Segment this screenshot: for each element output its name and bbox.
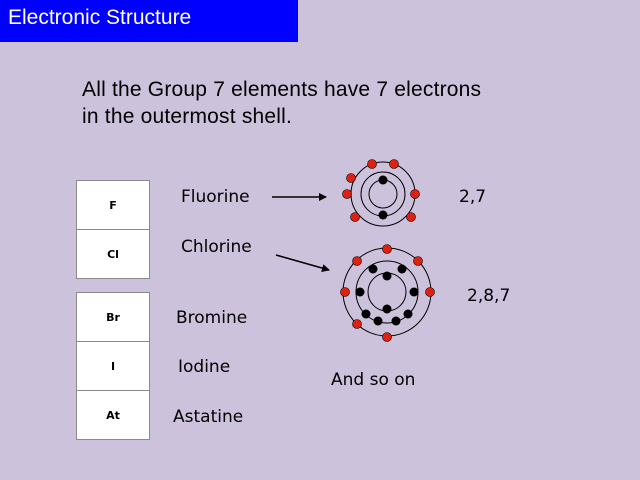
chlorine-outer-electron — [382, 244, 392, 254]
heading-line-1: All the Group 7 elements have 7 electron… — [82, 78, 482, 101]
chlorine-middle-electron — [368, 264, 378, 274]
chlorine-inner-electron — [382, 304, 392, 314]
chlorine-middle-electron — [373, 316, 383, 326]
fluorine-outer-electron — [367, 159, 377, 169]
fluorine-outer-electron — [389, 159, 399, 169]
label-chlorine: Chlorine — [181, 237, 252, 257]
cell-br: Br — [76, 292, 150, 342]
chlorine-outer-electron — [382, 332, 392, 342]
fluorine-outer-electron — [346, 173, 356, 183]
chlorine-middle-electron — [391, 316, 401, 326]
cell-i: I — [76, 341, 150, 391]
fluorine-outer-electron — [350, 212, 360, 222]
chlorine-atom — [340, 244, 435, 342]
chlorine-inner-electron — [382, 271, 392, 281]
label-fluorine: Fluorine — [181, 187, 250, 207]
chlorine-middle-electron — [397, 264, 407, 274]
heading-line-2: in the outermost shell. — [82, 105, 293, 128]
fluorine-outer-electron — [410, 189, 420, 199]
chlorine-outer-electron — [425, 287, 435, 297]
footer-text: And so on — [331, 370, 416, 390]
cell-cl: Cl — [76, 229, 150, 279]
fluorine-inner-electron — [378, 175, 388, 185]
cell-f: F — [76, 180, 150, 230]
cell-at: At — [76, 390, 150, 440]
fluorine-outer-electron — [342, 189, 352, 199]
title-bar: Electronic Structure — [0, 0, 298, 42]
config-chlorine: 2,8,7 — [467, 286, 511, 306]
fluorine-inner-electron — [378, 210, 388, 220]
fluorine-atom — [342, 159, 420, 227]
fluorine-outer-electron — [406, 212, 416, 222]
config-fluorine: 2,7 — [459, 187, 487, 207]
chlorine-middle-electron — [355, 287, 365, 297]
slide-title: Electronic Structure — [8, 6, 192, 29]
chlorine-middle-electron — [361, 309, 371, 319]
chlorine-middle-electron — [409, 287, 419, 297]
chlorine-outer-electron — [352, 319, 362, 329]
label-bromine: Bromine — [176, 308, 248, 328]
label-iodine: Iodine — [178, 357, 231, 377]
chlorine-outer-electron — [413, 256, 423, 266]
chlorine-outer-electron — [352, 256, 362, 266]
chlorine-outer-electron — [340, 287, 350, 297]
slide-heading: All the Group 7 elements have 7 electron… — [82, 76, 481, 130]
arrow-chlorine — [275, 254, 330, 272]
chlorine-middle-electron — [403, 309, 413, 319]
label-astatine: Astatine — [173, 407, 244, 427]
